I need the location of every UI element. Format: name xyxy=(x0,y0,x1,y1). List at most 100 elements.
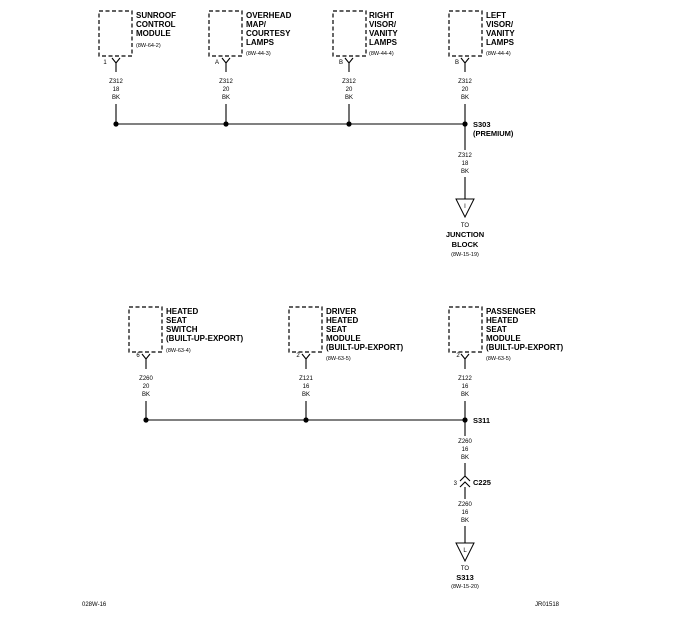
component-name-line: OVERHEAD xyxy=(246,11,292,20)
wire-code: Z260 xyxy=(139,376,153,382)
wire-color: BK xyxy=(461,518,469,524)
bottom-branch-wires xyxy=(141,353,470,420)
component-name-line: COURTESY xyxy=(246,29,291,38)
component-name-line: LEFT xyxy=(486,11,506,20)
component-name-line: PASSENGER xyxy=(486,307,536,316)
component-name-line: (BUILT-UP-EXPORT) xyxy=(326,343,404,352)
destination-ref: (8W-15-19) xyxy=(451,252,479,258)
component-ref: (8W-44-3) xyxy=(246,51,271,57)
connector-pin: 3 xyxy=(454,481,458,487)
pin-label: B xyxy=(455,60,459,66)
wire-gauge: 16 xyxy=(303,384,310,390)
wire-gauge: 18 xyxy=(113,87,120,93)
component-name-line: LAMPS xyxy=(246,38,275,47)
junction-dot xyxy=(223,121,229,127)
pin-label: 6 xyxy=(136,353,140,359)
wire-code: Z260 xyxy=(458,502,472,508)
pin-label: 2 xyxy=(456,353,460,359)
component-name-line: RIGHT xyxy=(369,11,394,20)
connector-c225: 3 C225 xyxy=(454,475,491,488)
wire-code: Z312 xyxy=(342,79,356,85)
wire-color: BK xyxy=(461,455,469,461)
splice-label: S303 xyxy=(473,120,491,129)
junction-dot xyxy=(113,121,119,127)
component-passenger-heated-seat-module: PASSENGER HEATED SEAT MODULE (BUILT-UP-E… xyxy=(448,306,564,362)
wire-color: BK xyxy=(461,169,469,175)
ground-letter: I xyxy=(464,204,466,210)
component-right-visor-vanity-lamps: RIGHT VISOR/ VANITY LAMPS (8W-44-4) B xyxy=(332,10,398,66)
wire-gauge: 20 xyxy=(223,87,230,93)
wire-code: Z121 xyxy=(299,376,313,382)
pin-label: 2 xyxy=(296,353,300,359)
ground-arrow-s313: L xyxy=(455,542,475,563)
wire-code: Z312 xyxy=(458,153,472,159)
component-name-line: VANITY xyxy=(486,29,515,38)
component-name-line: VANITY xyxy=(369,29,398,38)
wire-code: Z312 xyxy=(109,79,123,85)
wire-color: BK xyxy=(345,95,353,101)
component-name-line: LAMPS xyxy=(369,38,398,47)
wire-color: BK xyxy=(222,95,230,101)
component-ref: (8W-64-2) xyxy=(136,43,161,49)
pin-label: B xyxy=(339,60,343,66)
pin-label: A xyxy=(215,60,219,66)
component-ref: (8W-44-4) xyxy=(369,51,394,57)
wire-code: Z312 xyxy=(458,79,472,85)
component-name-line: CONTROL xyxy=(136,20,176,29)
bottom-wire-labels: Z260 20 BK Z121 16 BK Z122 16 BK xyxy=(139,376,472,398)
component-name-line: HEATED xyxy=(326,316,359,325)
footer-figure-number: 028W-16 xyxy=(82,602,107,608)
wire-gauge: 20 xyxy=(143,384,150,390)
destination-name: S313 xyxy=(456,573,474,582)
component-name-line: VISOR/ xyxy=(369,20,397,29)
component-heated-seat-switch: HEATED SEAT SWITCH (BUILT-UP-EXPORT) (8W… xyxy=(128,306,244,359)
component-name-line: MODULE xyxy=(136,29,171,38)
footer-drawing-id: JR01518 xyxy=(535,602,560,608)
wire-color: BK xyxy=(142,392,150,398)
component-overhead-map-courtesy-lamps: OVERHEAD MAP/ COURTESY LAMPS (8W-44-3) A xyxy=(208,10,292,66)
component-ref: (8W-63-4) xyxy=(166,348,191,354)
wire-color: BK xyxy=(461,392,469,398)
component-sunroof-control-module: SUNROOF CONTROL MODULE (8W-64-2) 1 xyxy=(98,10,176,66)
component-driver-heated-seat-module: DRIVER HEATED SEAT MODULE (BUILT-UP-EXPO… xyxy=(288,306,404,362)
component-name-line: LAMPS xyxy=(486,38,515,47)
wire-gauge: 20 xyxy=(462,87,469,93)
connector-label: C225 xyxy=(473,478,491,487)
to-label: TO xyxy=(461,223,470,229)
component-name-line: DRIVER xyxy=(326,307,356,316)
ground-letter: L xyxy=(463,548,467,554)
destination-name: BLOCK xyxy=(452,240,479,249)
wire-code: Z312 xyxy=(219,79,233,85)
top-branch-wires xyxy=(111,57,470,124)
destination-name: JUNCTION xyxy=(446,230,484,239)
destination-ref: (8W-15-20) xyxy=(451,584,479,590)
wire-gauge: 16 xyxy=(462,510,469,516)
component-name-line: VISOR/ xyxy=(486,20,514,29)
wire-code: Z122 xyxy=(458,376,472,382)
splice-sub-label: (PREMIUM) xyxy=(473,129,514,138)
component-name-line: (BUILT-UP-EXPORT) xyxy=(486,343,564,352)
component-name-line: SWITCH xyxy=(166,325,198,334)
wire-gauge: 16 xyxy=(462,384,469,390)
component-name-line: MODULE xyxy=(486,334,521,343)
component-name-line: MODULE xyxy=(326,334,361,343)
pin-label: 1 xyxy=(103,60,107,66)
top-wire-labels: Z312 18 BK Z312 20 BK Z312 20 BK Z312 20… xyxy=(109,79,472,101)
junction-dot xyxy=(346,121,352,127)
component-name-line: HEATED xyxy=(486,316,519,325)
wire-code: Z260 xyxy=(458,439,472,445)
wire-color: BK xyxy=(461,95,469,101)
ground-arrow-junction-block: I xyxy=(455,198,475,219)
component-ref: (8W-63-5) xyxy=(486,356,511,362)
junction-dot xyxy=(143,417,149,423)
component-name-line: MAP/ xyxy=(246,20,267,29)
component-left-visor-vanity-lamps: LEFT VISOR/ VANITY LAMPS (8W-44-4) B xyxy=(448,10,515,66)
to-label: TO xyxy=(461,566,470,572)
component-name-line: HEATED xyxy=(166,307,199,316)
component-name-line: SUNROOF xyxy=(136,11,176,20)
wire-color: BK xyxy=(302,392,310,398)
component-name-line: SEAT xyxy=(326,325,347,334)
wire-gauge: 18 xyxy=(462,161,469,167)
component-ref: (8W-44-4) xyxy=(486,51,511,57)
